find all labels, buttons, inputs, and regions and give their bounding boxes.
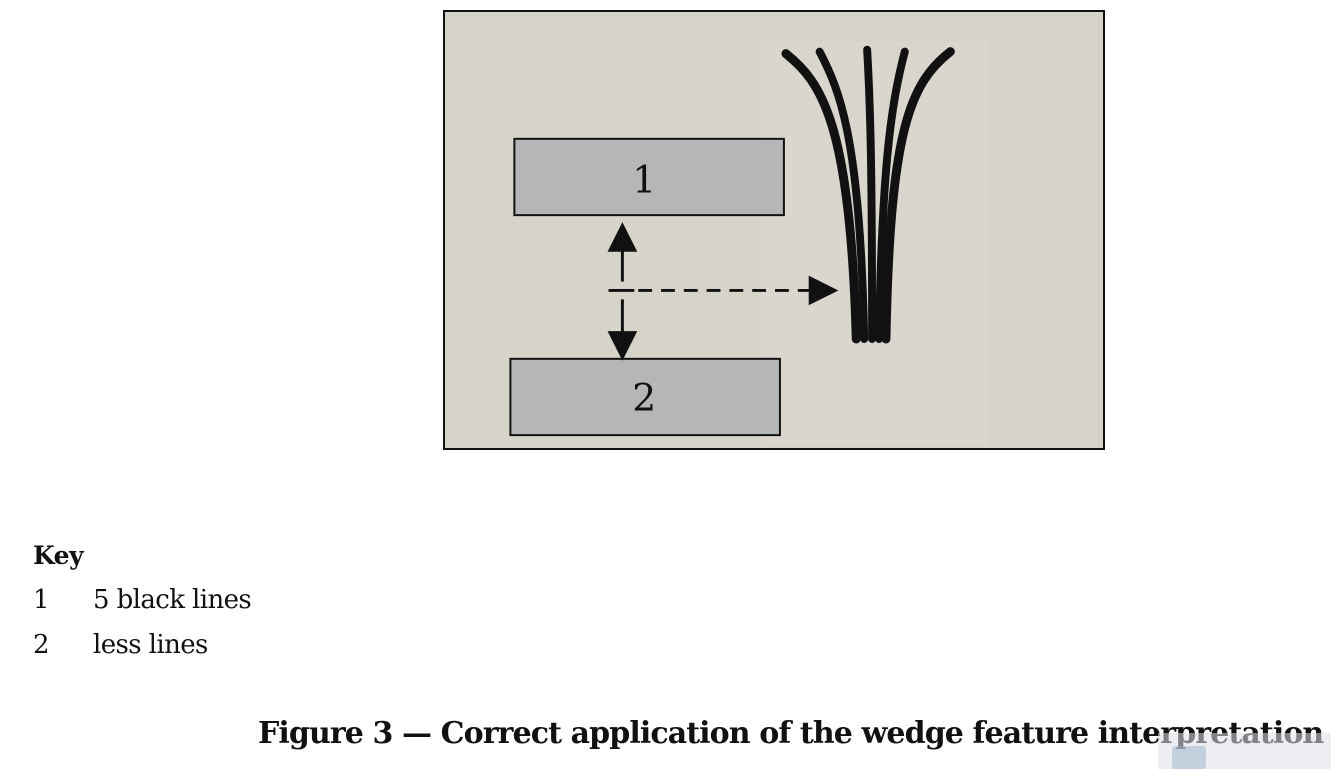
key-item-text: less lines	[93, 630, 208, 660]
figure-caption: Figure 3 — Correct application of the we…	[258, 716, 1324, 751]
figure-diagram: 1 2	[509, 41, 990, 447]
box-2	[509, 357, 781, 437]
wedge-line-3	[863, 45, 877, 343]
wedge-line-5	[881, 47, 955, 344]
key-item-1: 1 5 black lines	[33, 585, 252, 615]
key-item-number: 2	[33, 630, 50, 660]
box-2-label: 2	[632, 375, 656, 419]
wedge-line-1	[781, 49, 861, 344]
figure-frame: 1 2	[443, 10, 1105, 450]
key-title: Key	[33, 541, 84, 570]
box-1-label: 1	[632, 157, 656, 201]
wedge-line-2	[815, 47, 869, 343]
key-item-number: 1	[33, 585, 50, 615]
wedge-lines	[781, 45, 955, 344]
watermark-logo-icon	[1172, 746, 1206, 769]
box-1	[513, 137, 785, 217]
watermark	[1158, 733, 1331, 769]
key-item-2: 2 less lines	[33, 630, 208, 660]
wedge-line-4	[875, 47, 909, 343]
key-item-text: 5 black lines	[93, 585, 252, 615]
